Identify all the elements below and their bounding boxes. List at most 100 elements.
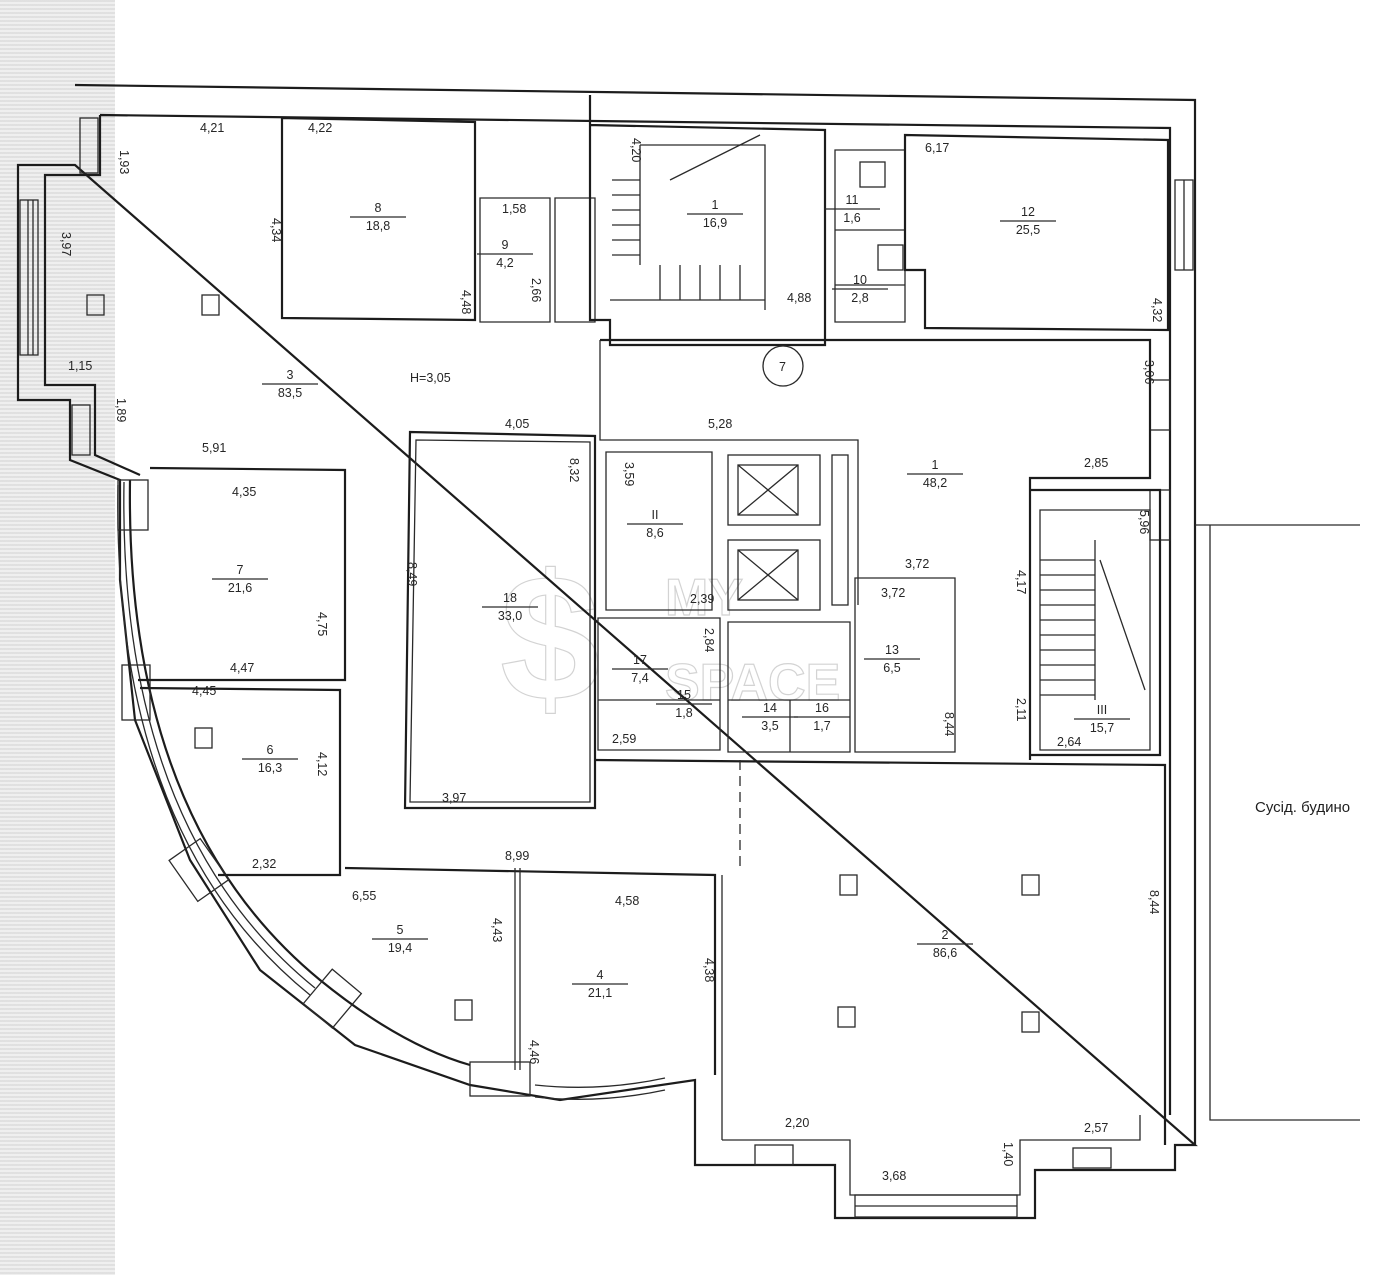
room-number: 8 xyxy=(375,201,382,215)
dimension-label: 4,48 xyxy=(459,290,473,314)
dimension-label: 4,47 xyxy=(230,661,254,675)
room-area: 19,4 xyxy=(388,941,412,955)
dimension-label: 2,64 xyxy=(1057,735,1081,749)
dimension-label: 1,40 xyxy=(1001,1142,1015,1166)
room-area: 3,5 xyxy=(761,719,778,733)
dimension-label: 8,32 xyxy=(567,458,581,482)
scan-edge-shading xyxy=(0,0,115,1275)
room-number: 11 xyxy=(846,193,859,207)
room-number: III xyxy=(1097,703,1107,717)
stair-1-treads xyxy=(612,134,761,300)
dimension-label: 4,34 xyxy=(269,218,283,242)
dimension-label: 4,45 xyxy=(192,684,216,698)
room-number: 18 xyxy=(503,591,517,605)
dimension-label: 8,44 xyxy=(942,712,956,736)
dimension-label: 4,46 xyxy=(527,1040,541,1064)
room-area: 83,5 xyxy=(278,386,302,400)
dimension-label: 1,15 xyxy=(68,359,92,373)
room-area: 16,3 xyxy=(258,761,282,775)
room-number: 3 xyxy=(287,368,294,382)
room-area: 33,0 xyxy=(498,609,522,623)
dimension-label: 2,84 xyxy=(702,628,716,652)
dimension-label: 4,43 xyxy=(490,918,504,942)
room-area: 25,5 xyxy=(1016,223,1040,237)
dimension-label: 4,17 xyxy=(1014,570,1028,594)
room-number: 6 xyxy=(267,743,274,757)
dimension-label: 3,72 xyxy=(881,586,905,600)
room-number: 10 xyxy=(853,273,867,287)
dimension-label: 4,05 xyxy=(505,417,529,431)
dimension-label: 1,93 xyxy=(117,150,131,174)
ceiling-height-label: H=3,05 xyxy=(410,371,451,385)
room-number: 12 xyxy=(1021,205,1035,219)
reference-circle xyxy=(762,345,804,387)
dimension-label: 4,38 xyxy=(702,958,716,982)
dimension-label: 2,39 xyxy=(690,592,714,606)
room-number: 1 xyxy=(712,198,719,212)
room-area: 2,8 xyxy=(851,291,868,305)
room-area: 18,8 xyxy=(366,219,390,233)
dimension-label: 2,11 xyxy=(1014,698,1028,721)
dimension-label: 4,32 xyxy=(1150,298,1164,322)
room-number: 13 xyxy=(885,643,899,657)
dimension-label: 2,59 xyxy=(612,732,636,746)
room-area: 6,5 xyxy=(883,661,900,675)
room-number: 1 xyxy=(932,458,939,472)
dimension-label: 2,66 xyxy=(529,278,543,302)
watermark-line-2: SPACE xyxy=(665,654,840,712)
room-labels: 148,2116,9286,6383,5421,1519,4616,3721,6… xyxy=(212,193,1130,1000)
dimension-label: 5,28 xyxy=(708,417,732,431)
dimension-label: 8,44 xyxy=(1147,890,1161,914)
dimension-label: 2,85 xyxy=(1084,456,1108,470)
dimension-label: 4,22 xyxy=(308,121,332,135)
room-number: 16 xyxy=(815,701,829,715)
windows xyxy=(19,117,1194,1218)
room-area: 1,8 xyxy=(675,706,692,720)
reference-circle-label: 7 xyxy=(779,360,786,374)
dimension-label: 3,97 xyxy=(442,791,466,805)
dimension-label: 4,88 xyxy=(787,291,811,305)
dimension-label: 4,75 xyxy=(315,612,329,636)
dimension-label: 6,55 xyxy=(352,889,376,903)
room-number: 17 xyxy=(633,653,647,667)
dimension-label: 3,68 xyxy=(882,1169,906,1183)
room-number: II xyxy=(652,508,659,522)
room-area: 1,7 xyxy=(813,719,830,733)
room-number: 15 xyxy=(677,688,691,702)
room-number: 2 xyxy=(942,928,949,942)
watermark: $ MY SPACE xyxy=(499,537,840,739)
dimension-label: 4,20 xyxy=(629,138,643,162)
room-number: 7 xyxy=(237,563,244,577)
room-area: 21,1 xyxy=(588,986,612,1000)
room-area: 48,2 xyxy=(923,476,947,490)
room-number: 14 xyxy=(763,701,777,715)
room-area: 7,4 xyxy=(631,671,648,685)
room-number: 4 xyxy=(597,968,604,982)
room-area: 21,6 xyxy=(228,581,252,595)
dimension-label: 3,72 xyxy=(905,557,929,571)
room-area: 4,2 xyxy=(496,256,513,270)
room-area: 1,6 xyxy=(843,211,860,225)
stair-iii-treads xyxy=(1040,540,1146,700)
room-area: 15,7 xyxy=(1090,721,1114,735)
neighbor-building-label: Сусід. будино xyxy=(1255,799,1350,816)
interior-walls xyxy=(86,95,1170,1145)
dimension-label: 4,21 xyxy=(200,121,224,135)
dimension-label: 1,58 xyxy=(502,202,526,216)
room-area: 16,9 xyxy=(703,216,727,230)
dimension-label: 2,57 xyxy=(1084,1121,1108,1135)
dimension-label: 4,12 xyxy=(315,752,329,776)
dimension-label: 2,20 xyxy=(785,1116,809,1130)
dimension-label: 6,17 xyxy=(925,141,949,155)
dimension-label: 3,06 xyxy=(1142,360,1156,384)
dimension-label: 3,59 xyxy=(622,462,636,486)
exterior-walls xyxy=(16,83,1360,1220)
room-number: 9 xyxy=(502,238,509,252)
room-area: 8,6 xyxy=(646,526,663,540)
dimension-label: 5,96 xyxy=(1137,510,1151,534)
dimension-label: 8,49 xyxy=(405,562,419,586)
dimension-label: 4,58 xyxy=(615,894,639,908)
room-number: 5 xyxy=(397,923,404,937)
